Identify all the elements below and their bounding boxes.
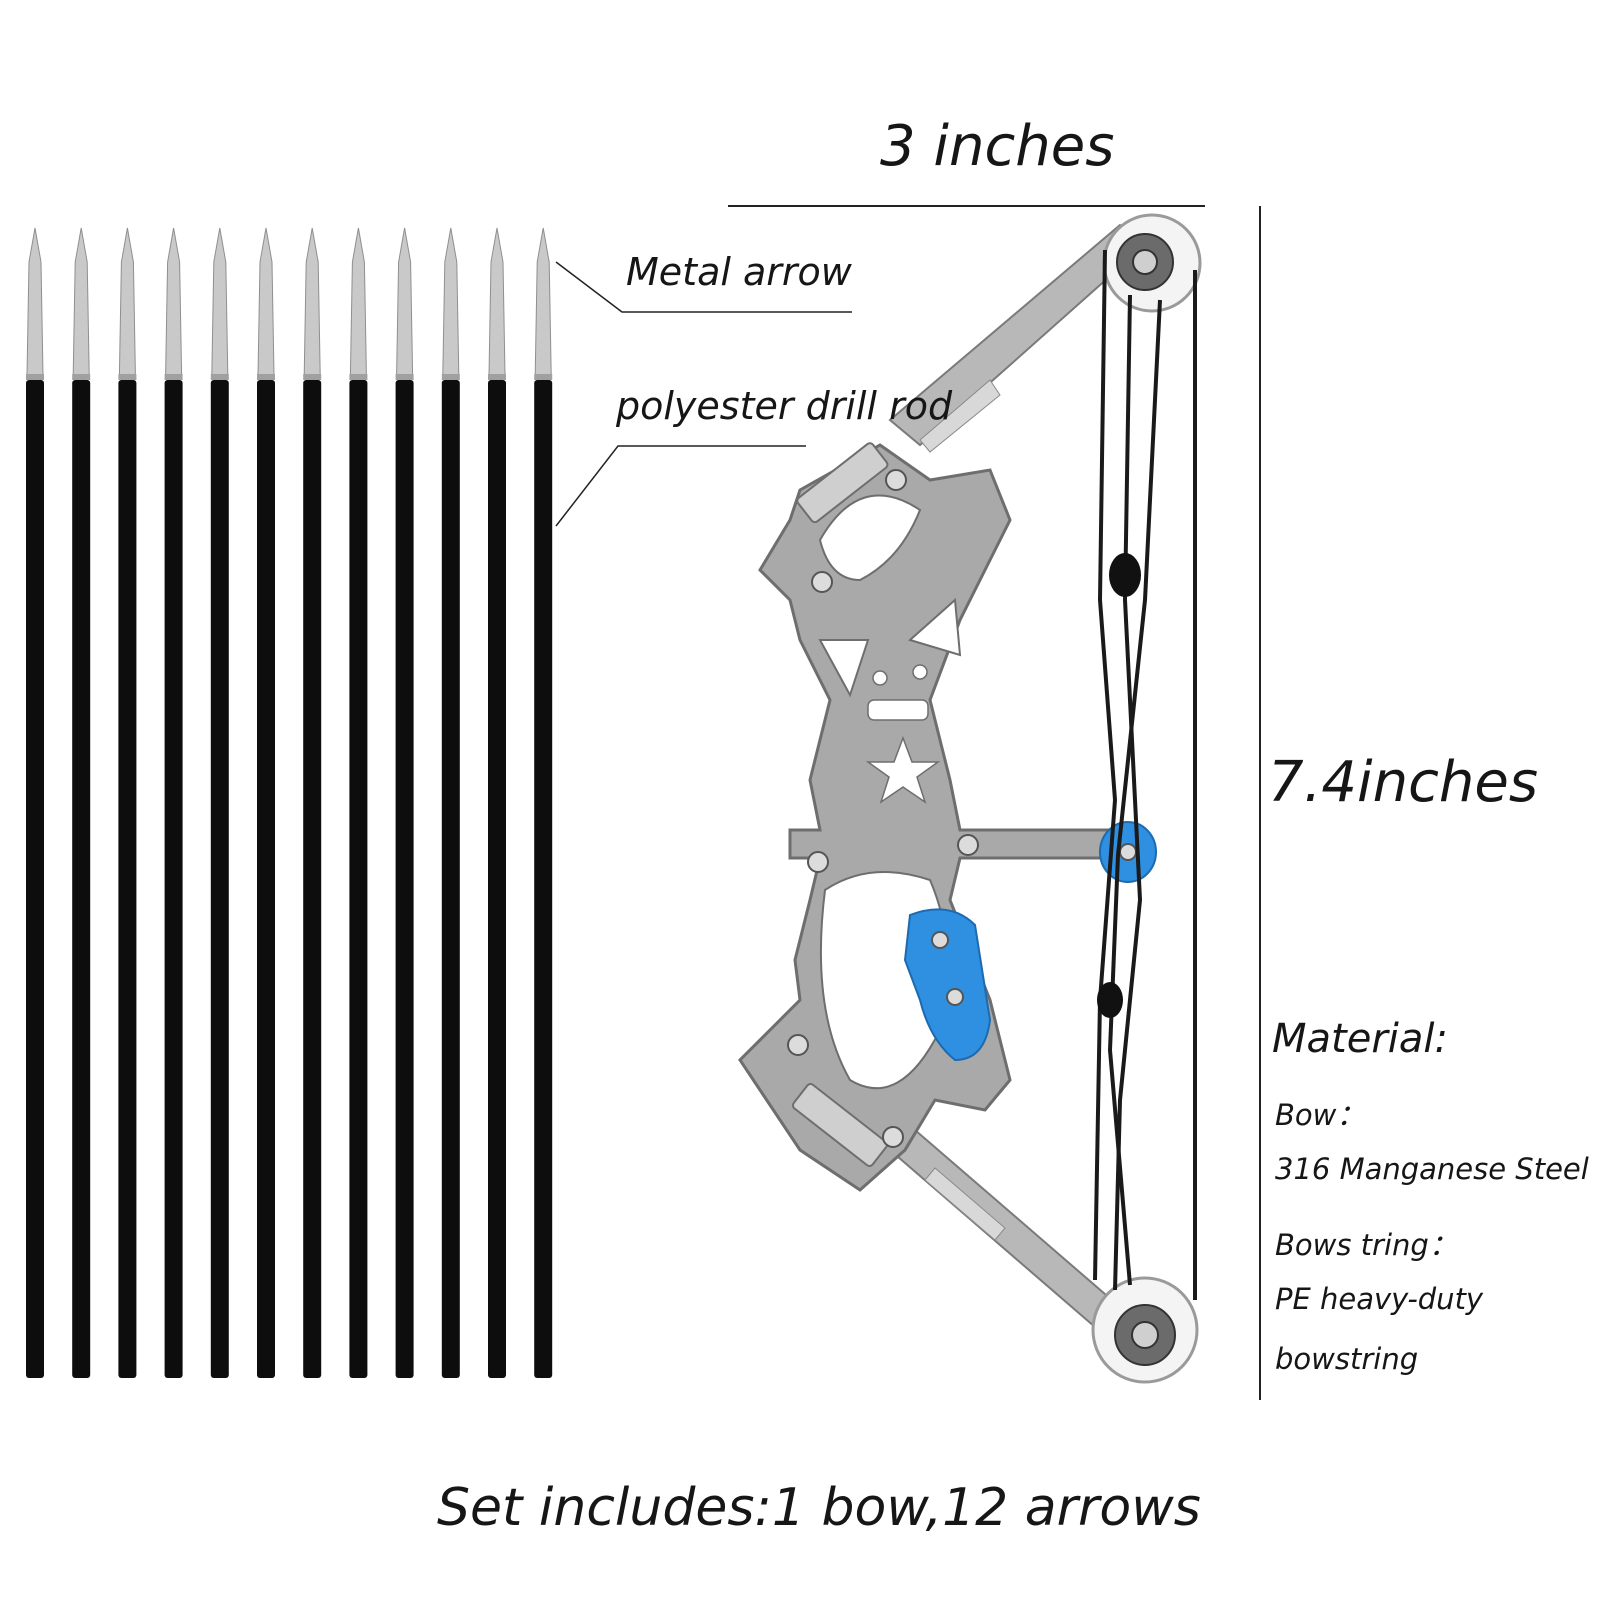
arrow-collar bbox=[441, 374, 460, 380]
bow-riser bbox=[738, 443, 1112, 1192]
arrow-tip bbox=[349, 227, 367, 376]
eye-right bbox=[912, 664, 928, 680]
arrow-collar bbox=[488, 374, 506, 380]
upper-limb-pocket bbox=[796, 442, 889, 524]
arrow-2 bbox=[72, 227, 91, 1378]
upper-cam bbox=[1102, 213, 1202, 313]
arrow-7 bbox=[303, 227, 322, 1378]
arrow-collar bbox=[210, 374, 229, 380]
drill-rod-leader-line bbox=[555, 445, 806, 527]
set-includes-caption: Set includes:1 bow,12 arrows bbox=[437, 1478, 1201, 1538]
arrow-collar bbox=[72, 374, 91, 380]
height-dimension-label: 7.4inches bbox=[1268, 750, 1539, 815]
arrow-shaft bbox=[303, 380, 322, 1378]
arrow-tip bbox=[534, 227, 552, 376]
arrow-8 bbox=[349, 227, 368, 1378]
arrow-4 bbox=[164, 227, 183, 1378]
arrow-collar bbox=[349, 374, 368, 380]
arrow-collar bbox=[395, 374, 414, 380]
cat-ear-left bbox=[818, 639, 870, 698]
star-cutout bbox=[865, 735, 941, 804]
upper-limb bbox=[888, 223, 1147, 453]
bow-strings bbox=[1093, 249, 1197, 1300]
arrow-tip bbox=[26, 227, 44, 376]
string-material-label: Bows tring： bbox=[1275, 1228, 1458, 1262]
material-heading: Material: bbox=[1272, 1016, 1448, 1062]
drill-rod-label: polyester drill rod bbox=[616, 384, 953, 428]
arrow-shaft bbox=[118, 380, 137, 1378]
arrow-tip bbox=[211, 227, 229, 376]
arrow-tip bbox=[488, 227, 506, 376]
arrow-shaft bbox=[257, 380, 275, 1378]
metal-arrow-leader-line bbox=[555, 261, 852, 313]
arrow-shaft bbox=[488, 380, 506, 1378]
arrow-collar bbox=[257, 374, 275, 380]
arrow-collar bbox=[303, 374, 322, 380]
arrow-11 bbox=[488, 227, 506, 1378]
string-knots bbox=[1097, 553, 1141, 1018]
width-dimension-label: 3 inches bbox=[880, 114, 1115, 179]
arrow-shaft bbox=[164, 380, 183, 1378]
arrow-tip bbox=[118, 227, 136, 376]
lower-cam bbox=[1091, 1276, 1199, 1384]
arrow-12 bbox=[534, 227, 553, 1378]
arrow-tip bbox=[303, 227, 321, 376]
arrow-collar bbox=[534, 374, 553, 380]
arrow-shaft bbox=[441, 380, 460, 1378]
arrow-6 bbox=[257, 227, 275, 1378]
riser-cutout-upper bbox=[818, 494, 922, 582]
cat-ear-right bbox=[907, 597, 962, 657]
arrow-tip bbox=[257, 227, 275, 376]
metal-arrow-label: Metal arrow bbox=[626, 250, 852, 294]
arrow-shaft bbox=[534, 380, 553, 1378]
arrow-10 bbox=[441, 227, 460, 1378]
arrow-collar bbox=[26, 374, 44, 380]
arrow-collar bbox=[118, 374, 137, 380]
blue-grip bbox=[903, 908, 992, 1062]
mouth-slot bbox=[867, 699, 929, 721]
arrow-shaft bbox=[210, 380, 229, 1378]
arrow-tip bbox=[72, 227, 90, 376]
arrow-1 bbox=[26, 227, 44, 1378]
bow-material-value: 316 Manganese Steel bbox=[1275, 1152, 1589, 1186]
arrow-3 bbox=[118, 227, 137, 1378]
arrow-tip bbox=[165, 227, 183, 376]
arrow-shaft bbox=[395, 380, 414, 1378]
lower-limb-pocket bbox=[791, 1083, 889, 1167]
string-material-value-line2: bowstring bbox=[1275, 1342, 1419, 1376]
arrow-collar bbox=[164, 374, 183, 380]
arrows-group bbox=[26, 227, 553, 1378]
string-material-value-line1: PE heavy-duty bbox=[1275, 1282, 1484, 1316]
arrow-9 bbox=[395, 227, 414, 1378]
arrow-tip bbox=[442, 227, 460, 376]
arrow-tip bbox=[396, 227, 414, 376]
eye-left bbox=[872, 670, 888, 686]
arrow-shaft bbox=[26, 380, 44, 1378]
bow-material-label: Bow： bbox=[1275, 1098, 1366, 1132]
compound-bow bbox=[738, 213, 1202, 1384]
arrow-shaft bbox=[72, 380, 91, 1378]
arrow-shaft bbox=[349, 380, 368, 1378]
arrow-5 bbox=[210, 227, 229, 1378]
